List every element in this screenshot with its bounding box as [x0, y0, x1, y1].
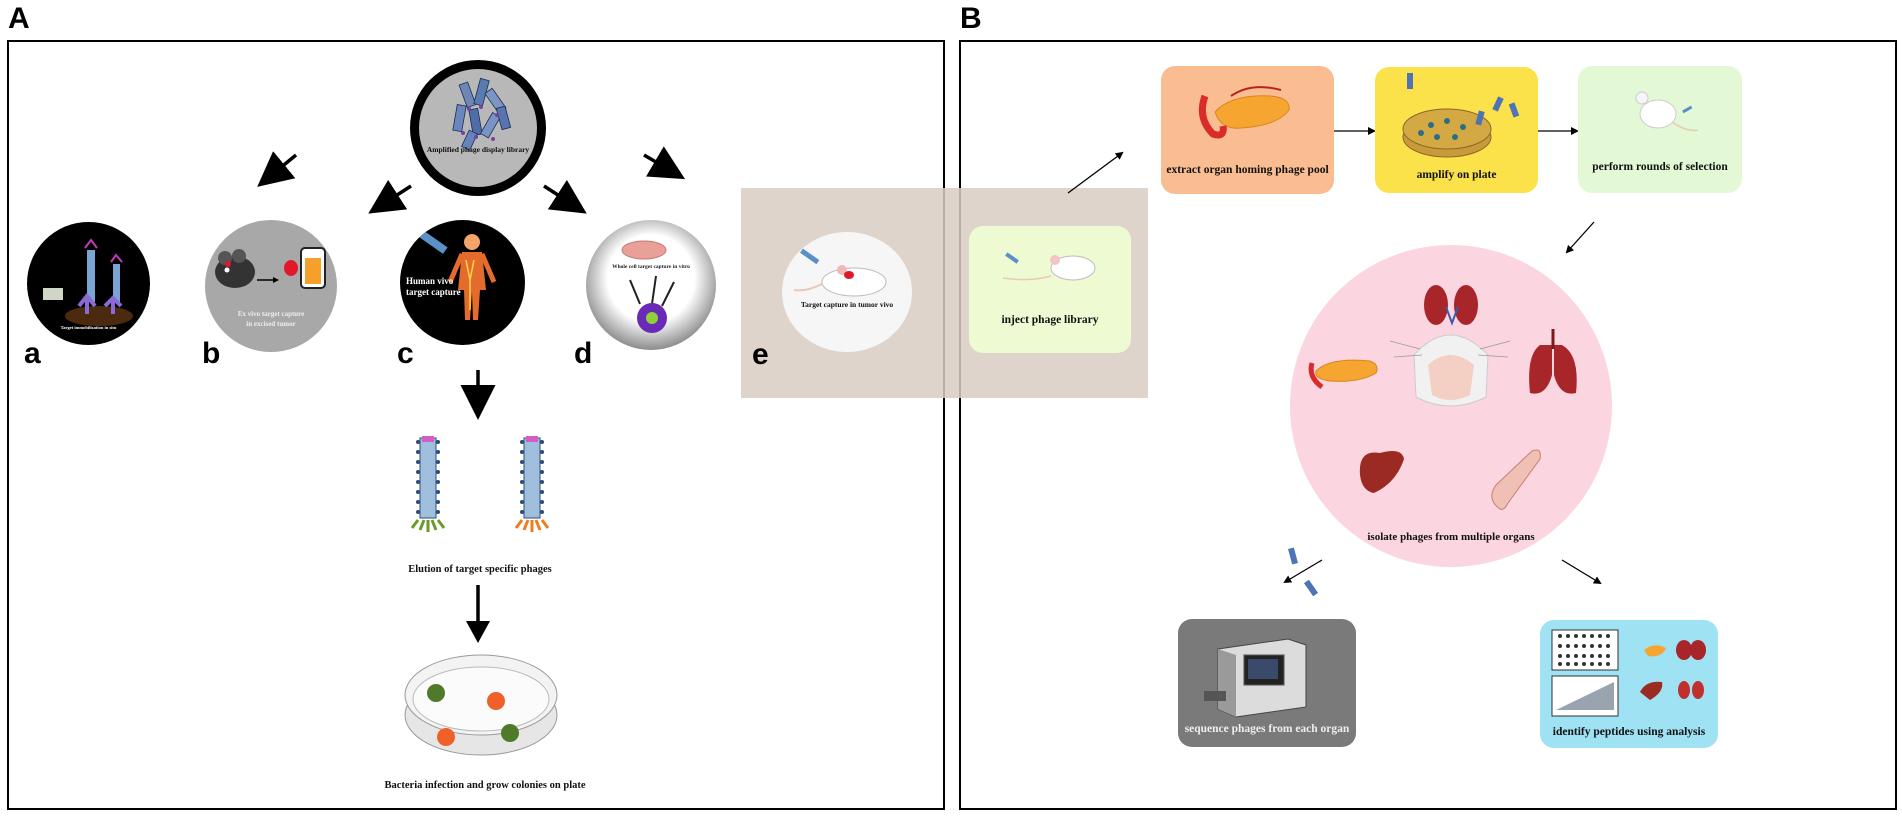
muscle-icon: [1491, 449, 1541, 510]
sub-label-d: d: [574, 337, 593, 370]
pancreas-icon: [1198, 86, 1290, 139]
circle-a: Target immobilization in situ: [27, 222, 150, 345]
rat-icon: [1002, 252, 1096, 281]
circle-b-caption-1: Ex vivo target capture: [237, 310, 305, 318]
circle-d-caption: Whole cell target capture in vitro: [612, 264, 690, 270]
circle-d: Whole cell target capture in vitro: [586, 220, 716, 350]
phage-cluster-icon: [452, 77, 512, 151]
rat-selection-icon: [1635, 91, 1699, 132]
inject-box: inject phage library: [969, 226, 1131, 353]
panel-a-arrows: [257, 146, 686, 420]
sequencer-icon: [1204, 638, 1307, 718]
circle-a-caption: Target immobilization in situ: [60, 325, 117, 330]
circle-e: Target capture in tumor vivo: [782, 232, 912, 352]
kidney-icon: [1424, 285, 1478, 326]
identify-label: identify peptides using analysis: [1552, 726, 1706, 738]
sub-label-c: c: [397, 337, 414, 370]
circle-c: Human vivo target capture: [400, 220, 525, 345]
sequence-box: sequence phages from each organ: [1178, 619, 1356, 747]
organs-icon: [1308, 285, 1577, 510]
elution-label: Elution of target specific phages: [408, 564, 552, 575]
amplify-label: amplify on plate: [1416, 169, 1497, 181]
circle-c-caption-1: Human vivo: [406, 276, 454, 286]
petri-dish-icon: [404, 654, 558, 756]
cell-culture-icon: [621, 240, 675, 333]
rat-injection-icon: [793, 248, 887, 297]
sequence-label: sequence phages from each organ: [1184, 723, 1350, 735]
identify-box: identify peptides using analysis: [1540, 620, 1718, 748]
rat-center-icon: [1389, 334, 1511, 407]
rounds-label: perform rounds of selection: [1592, 161, 1728, 173]
panel-a-frame: [7, 40, 945, 810]
circle-c-caption-2: target capture: [406, 287, 461, 297]
eluted-phages-icon: [410, 436, 550, 532]
panel-b-frame: [959, 40, 1897, 810]
library-inner: Amplified phage display library: [419, 69, 537, 187]
extract-box: extract organ homing phage pool: [1161, 66, 1334, 194]
rounds-box: perform rounds of selection: [1578, 66, 1742, 193]
liver-icon: [1359, 451, 1404, 493]
amplify-box: amplify on plate: [1375, 67, 1538, 193]
plate-icon: [1402, 73, 1520, 158]
library-label: Amplified phage display library: [426, 145, 530, 154]
isolate-label: isolate phages from multiple organs: [1367, 531, 1535, 543]
sub-label-a: a: [24, 337, 41, 370]
circle-b: Ex vivo target capture in excised tumor: [205, 220, 337, 352]
circle-e-caption: Target capture in tumor vivo: [800, 300, 894, 309]
extract-label: extract organ homing phage pool: [1166, 164, 1329, 176]
panel-a-letter: A: [8, 2, 30, 35]
analysis-icon: [1551, 629, 1706, 717]
mouse-tumor-icon: [215, 247, 326, 289]
arrow-down-2: [466, 585, 490, 643]
human-body-icon: [418, 230, 497, 320]
sub-label-e: e: [752, 338, 769, 371]
sub-label-b: b: [202, 337, 221, 370]
antibody-immobilization-icon: [43, 238, 133, 326]
inject-label: inject phage library: [1001, 314, 1099, 326]
library-circle: Amplified phage display library: [410, 60, 546, 196]
organs-circle: isolate phages from multiple organs: [1290, 245, 1612, 567]
lungs-icon: [1529, 329, 1577, 394]
panel-b-letter: B: [960, 2, 982, 35]
phage-pair-icon: [1288, 547, 1319, 597]
circle-b-caption-2: in excised tumor: [246, 320, 296, 328]
pancreas-small-icon: [1308, 359, 1378, 390]
bacteria-label: Bacteria infection and grow colonies on …: [384, 780, 586, 791]
